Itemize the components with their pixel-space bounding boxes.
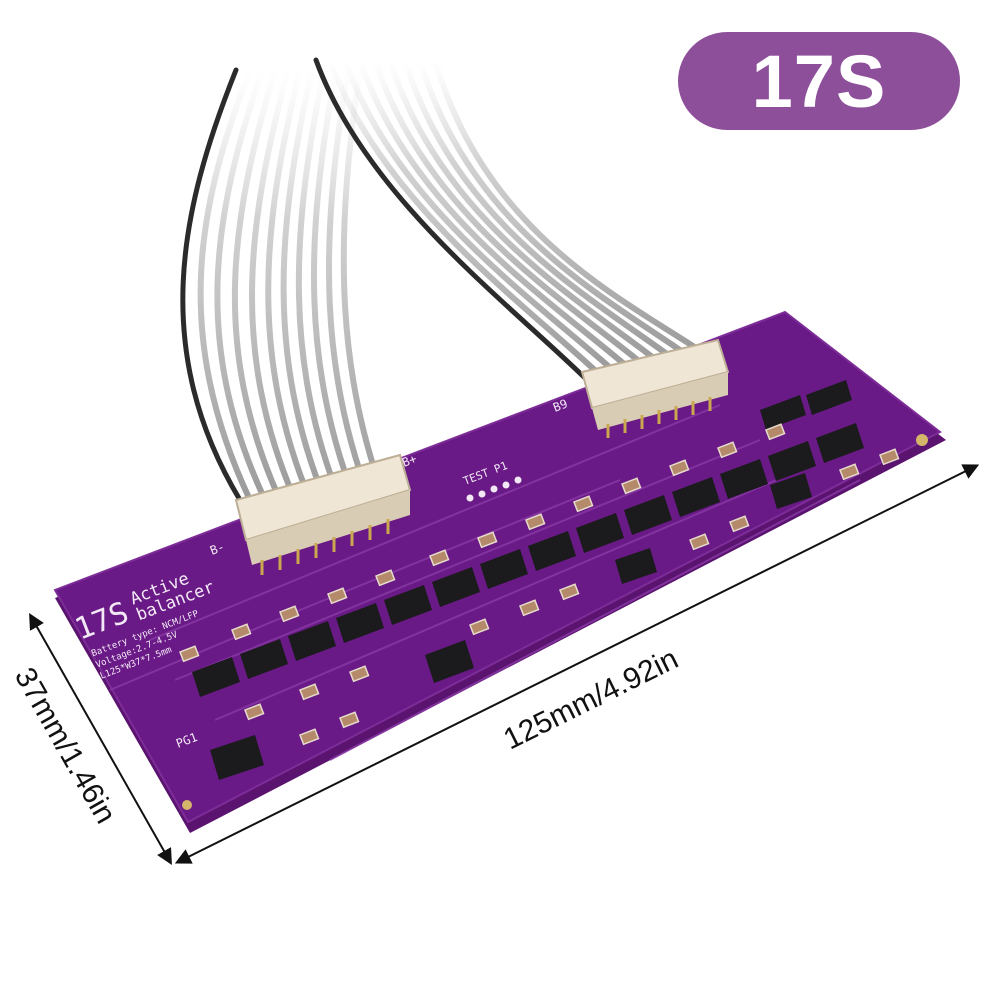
cell-count-label: 17S: [751, 39, 887, 123]
mount-hole-icon: [916, 434, 928, 446]
cell-count-badge: 17S: [678, 32, 960, 130]
length-dimension-label: 125mm/4.92in: [498, 642, 683, 756]
connector-right: [580, 338, 730, 438]
wire-bundle-left: [180, 67, 388, 503]
length-dimension-arrow: [174, 464, 980, 864]
mount-hole-icon: [182, 800, 192, 810]
width-dimension-arrow: [29, 613, 172, 865]
wire-bundle-right: [313, 57, 708, 381]
board-label-b9: B9: [551, 397, 570, 415]
